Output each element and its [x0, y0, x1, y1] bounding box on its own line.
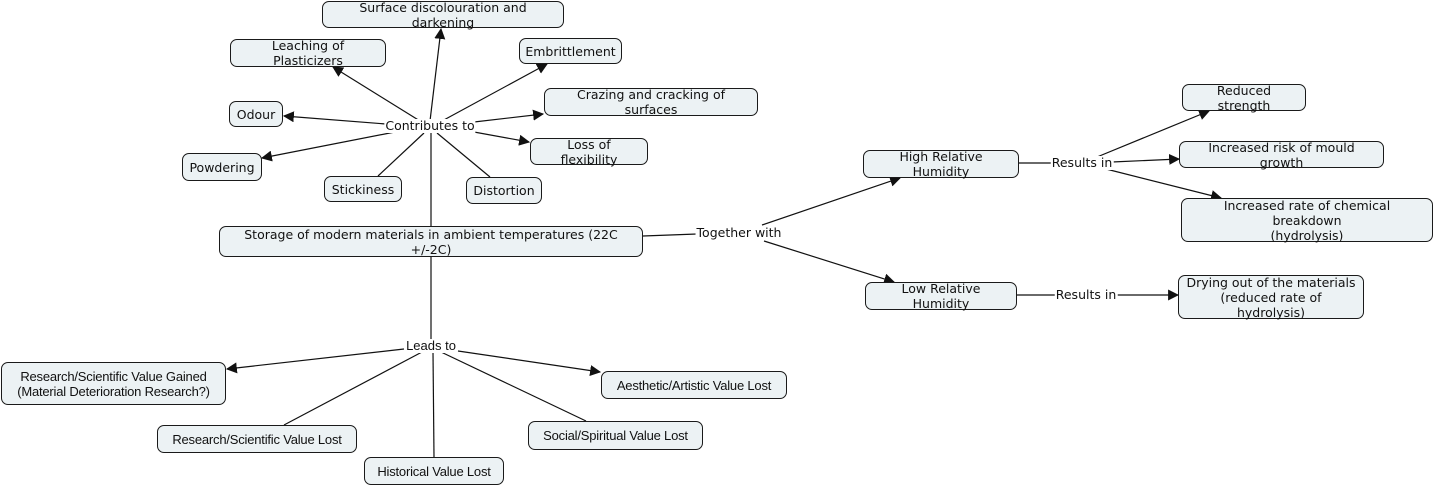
node-increased-chemical-breakdown[interactable]: Increased rate of chemical breakdown (hy…	[1181, 198, 1433, 243]
link-label-leads-to: Leads to	[405, 338, 457, 353]
line-leads-social	[440, 351, 587, 422]
node-distortion[interactable]: Distortion	[466, 177, 542, 204]
line-contrib-flexibility	[473, 131, 531, 146]
line-leads-rgained	[225, 348, 405, 374]
line-together-high	[761, 175, 902, 226]
node-social-value-lost[interactable]: Social/Spiritual Value Lost	[528, 421, 703, 450]
line-central-together	[642, 233, 698, 237]
line-contrib-distortion	[436, 132, 491, 178]
node-increased-mould-risk[interactable]: Increased risk of mould growth	[1179, 140, 1384, 170]
node-drying-out[interactable]: Drying out of the materials (reduced rat…	[1178, 275, 1364, 320]
line-contrib-leaching	[332, 66, 421, 122]
node-reduced-strength[interactable]: Reduced strength	[1182, 83, 1306, 113]
node-leaching-of-plasticizers[interactable]: Leaching of Plasticizers	[230, 38, 386, 68]
node-aesthetic-value-lost[interactable]: Aesthetic/Artistic Value Lost	[601, 371, 787, 399]
line-contrib-embrittlement	[441, 63, 548, 122]
node-low-relative-humidity[interactable]: Low Relative Humidity	[865, 281, 1017, 311]
line-contrib-stickiness	[377, 132, 425, 177]
node-loss-of-flexibility[interactable]: Loss of flexibility	[530, 137, 648, 167]
line-contrib-powdering	[260, 130, 401, 162]
line-contrib-odour	[282, 111, 387, 125]
line-results-chemical	[1105, 168, 1223, 201]
link-label-contributes-to: Contributes to	[384, 118, 476, 133]
link-label-results-in-low: Results in	[1054, 287, 1118, 302]
node-surface-discolouration[interactable]: Surface discolouration and darkening	[322, 0, 564, 30]
node-historical-value-lost[interactable]: Historical Value Lost	[364, 457, 504, 485]
node-storage-central-concept[interactable]: Storage of modern materials in ambient t…	[219, 226, 643, 257]
node-odour[interactable]: Odour	[229, 101, 283, 127]
node-crazing-and-cracking[interactable]: Crazing and cracking of surfaces	[544, 87, 758, 117]
node-research-value-gained[interactable]: Research/Scientific Value Gained (Materi…	[1, 362, 226, 405]
line-leads-rlost	[283, 351, 423, 426]
line-leads-aesthetic	[457, 350, 602, 376]
line-leads-historical	[432, 351, 435, 458]
node-embrittlement[interactable]: Embrittlement	[519, 38, 622, 64]
node-high-relative-humidity[interactable]: High Relative Humidity	[863, 149, 1019, 179]
link-label-results-in-high: Results in	[1050, 155, 1114, 170]
node-stickiness[interactable]: Stickiness	[324, 176, 402, 202]
line-contrib-crazing	[473, 109, 545, 123]
line-results-strength	[1096, 109, 1211, 158]
line-together-low	[763, 240, 896, 285]
node-research-value-lost[interactable]: Research/Scientific Value Lost	[157, 425, 357, 453]
node-powdering[interactable]: Powdering	[182, 153, 262, 181]
line-results-mould	[1111, 153, 1181, 165]
line-contrib-surface	[429, 27, 446, 122]
link-label-together-with: Together with	[695, 225, 783, 240]
